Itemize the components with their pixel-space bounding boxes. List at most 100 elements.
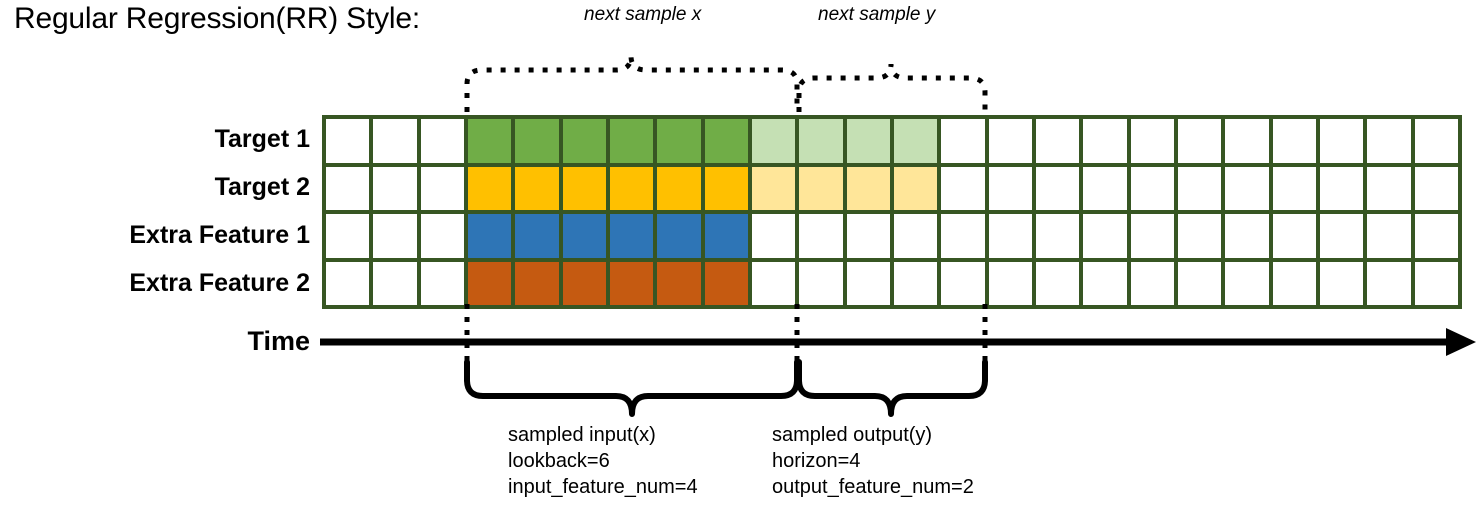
grid-cell-target-2-12 xyxy=(846,166,890,210)
grid-cell-extra-feature-1-16 xyxy=(1035,214,1080,258)
grid-cell-target-2-10 xyxy=(751,166,796,210)
grid-cell-extra-feature-1-11 xyxy=(799,214,843,258)
caption-sampled-output: sampled output(y) horizon=4 output_featu… xyxy=(772,422,974,500)
grid-cell-extra-feature-2-24 xyxy=(1414,261,1458,305)
grid-cell-target-2-7 xyxy=(609,166,654,210)
grid-cell-extra-feature-2-21 xyxy=(1272,261,1316,305)
grid-cell-target-2-6 xyxy=(562,166,606,210)
grid-cell-target-2-1 xyxy=(326,166,370,210)
grid-cell-target-2-4 xyxy=(467,166,512,210)
caption-sampled-input: sampled input(x) lookback=6 input_featur… xyxy=(508,422,698,500)
grid-cell-extra-feature-2-10 xyxy=(751,261,796,305)
grid-cell-extra-feature-1-20 xyxy=(1225,214,1269,258)
grid-cell-target-1-14 xyxy=(941,119,985,163)
grid-cell-target-1-2 xyxy=(373,119,417,163)
grid-cell-target-2-22 xyxy=(1319,166,1364,210)
caption-output-line-1: sampled output(y) xyxy=(772,424,933,446)
grid-cell-extra-feature-1-21 xyxy=(1272,214,1316,258)
grid-cell-target-1-19 xyxy=(1177,119,1222,163)
grid-cell-extra-feature-1-9 xyxy=(704,214,748,258)
grid-row-target-1 xyxy=(326,119,1458,163)
grid-cell-extra-feature-1-3 xyxy=(420,214,464,258)
grid-row-extra-feature-1 xyxy=(326,214,1458,258)
grid-cell-target-1-6 xyxy=(562,119,606,163)
grid-cell-extra-feature-1-14 xyxy=(941,214,985,258)
grid-cell-target-2-19 xyxy=(1177,166,1222,210)
grid-cell-extra-feature-2-17 xyxy=(1083,261,1127,305)
grid-cell-target-1-1 xyxy=(326,119,370,163)
grid-cell-target-1-3 xyxy=(420,119,464,163)
grid-cell-extra-feature-2-1 xyxy=(326,261,370,305)
grid-cell-target-2-21 xyxy=(1272,166,1316,210)
grid-cell-target-2-3 xyxy=(420,166,464,210)
grid-cell-extra-feature-2-9 xyxy=(704,261,748,305)
top-dotted-connectors xyxy=(464,55,988,112)
grid-cell-extra-feature-1-1 xyxy=(326,214,370,258)
grid-cell-extra-feature-2-12 xyxy=(846,261,890,305)
page-title: Regular Regression(RR) Style: xyxy=(14,2,421,35)
grid-cell-target-1-13 xyxy=(893,119,938,163)
grid-cell-target-1-17 xyxy=(1083,119,1127,163)
grid-cell-extra-feature-2-19 xyxy=(1177,261,1222,305)
grid-cell-extra-feature-2-7 xyxy=(609,261,654,305)
timeseries-grid xyxy=(322,115,1462,309)
time-axis-label: Time xyxy=(247,326,310,356)
grid-cell-target-1-18 xyxy=(1130,119,1174,163)
grid-cell-target-1-7 xyxy=(609,119,654,163)
grid-cell-extra-feature-2-20 xyxy=(1225,261,1269,305)
caption-input-line-2: lookback=6 xyxy=(508,450,610,472)
grid-cell-extra-feature-1-13 xyxy=(893,214,938,258)
grid-cell-target-2-15 xyxy=(988,166,1032,210)
grid-cell-extra-feature-2-15 xyxy=(988,261,1032,305)
grid-cell-extra-feature-2-11 xyxy=(799,261,843,305)
grid-cell-extra-feature-2-18 xyxy=(1130,261,1174,305)
grid-cell-extra-feature-1-15 xyxy=(988,214,1032,258)
grid-cell-extra-feature-1-23 xyxy=(1367,214,1411,258)
annotation-next-sample-x: next sample x xyxy=(584,4,702,25)
grid-cell-extra-feature-2-4 xyxy=(467,261,512,305)
grid-cell-extra-feature-2-5 xyxy=(515,261,559,305)
time-axis-arrow xyxy=(320,328,1476,356)
grid-cell-target-1-11 xyxy=(799,119,843,163)
grid-cell-target-1-15 xyxy=(988,119,1032,163)
grid-cell-extra-feature-2-8 xyxy=(657,261,701,305)
caption-input-line-1: sampled input(x) xyxy=(508,424,656,446)
grid-cell-extra-feature-2-13 xyxy=(893,261,938,305)
grid-cell-extra-feature-2-3 xyxy=(420,261,464,305)
grid-cell-extra-feature-1-4 xyxy=(467,214,512,258)
grid-cell-extra-feature-1-6 xyxy=(562,214,606,258)
bottom-brace-connectors xyxy=(464,304,988,417)
grid-cell-extra-feature-1-19 xyxy=(1177,214,1222,258)
grid-cell-extra-feature-1-18 xyxy=(1130,214,1174,258)
grid-cell-target-2-8 xyxy=(657,166,701,210)
grid-row-target-2 xyxy=(326,166,1458,210)
grid-cell-target-1-9 xyxy=(704,119,748,163)
row-label-target-1: Target 1 xyxy=(214,125,310,153)
grid-cell-target-1-20 xyxy=(1225,119,1269,163)
grid-cell-extra-feature-2-22 xyxy=(1319,261,1364,305)
caption-output-line-2: horizon=4 xyxy=(772,450,861,472)
grid-cell-target-2-14 xyxy=(941,166,985,210)
grid-cell-target-1-24 xyxy=(1414,119,1458,163)
grid-cell-target-2-11 xyxy=(799,166,843,210)
grid-cell-target-2-24 xyxy=(1414,166,1458,210)
grid-cell-target-2-20 xyxy=(1225,166,1269,210)
grid-cell-extra-feature-2-16 xyxy=(1035,261,1080,305)
grid-cell-target-1-12 xyxy=(846,119,890,163)
grid-cell-target-2-16 xyxy=(1035,166,1080,210)
grid-cell-extra-feature-1-2 xyxy=(373,214,417,258)
grid-cell-target-1-4 xyxy=(467,119,512,163)
grid-cell-target-2-13 xyxy=(893,166,938,210)
grid-cell-target-1-21 xyxy=(1272,119,1316,163)
grid-cell-target-2-2 xyxy=(373,166,417,210)
annotation-next-sample-y: next sample y xyxy=(818,4,936,25)
grid-cell-target-2-17 xyxy=(1083,166,1127,210)
grid-cell-extra-feature-1-7 xyxy=(609,214,654,258)
grid-cell-target-1-5 xyxy=(515,119,559,163)
grid-cell-extra-feature-2-6 xyxy=(562,261,606,305)
grid-cell-target-2-5 xyxy=(515,166,559,210)
grid-cell-target-2-18 xyxy=(1130,166,1174,210)
grid-cell-extra-feature-2-2 xyxy=(373,261,417,305)
grid-cell-target-1-10 xyxy=(751,119,796,163)
